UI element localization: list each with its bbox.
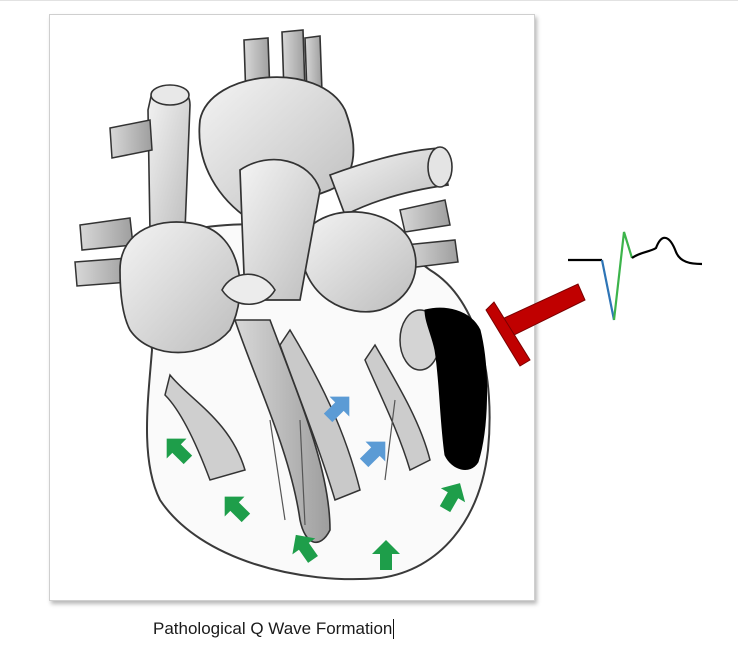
aortic-valve — [221, 273, 276, 305]
text-cursor — [393, 619, 395, 639]
ecg-trace — [568, 231, 703, 321]
papillary-muscle-mid — [279, 328, 361, 502]
chordae — [269, 399, 396, 526]
septal-arrows — [323, 396, 386, 468]
blue-arrow — [359, 441, 386, 468]
depolarization-arrows — [166, 438, 466, 570]
svc-vessel — [147, 86, 191, 233]
green-arrow — [292, 534, 318, 563]
left-pulmonary-artery — [109, 119, 153, 159]
ascending-aorta — [239, 158, 321, 301]
pulmonary-opening — [427, 146, 453, 188]
svc-opening — [150, 84, 190, 106]
figure-caption: Pathological Q Wave Formation — [153, 619, 395, 639]
pulmonary-veins-right — [399, 199, 451, 233]
papillary-muscle-right — [364, 343, 431, 472]
left-atrium — [299, 211, 417, 313]
ecg-r-wave — [612, 231, 634, 321]
infarct-region — [424, 307, 488, 470]
green-arrow — [372, 540, 400, 570]
top-divider — [0, 0, 738, 1]
green-arrow — [224, 496, 251, 523]
blue-arrow — [323, 396, 350, 423]
ecg-st-t — [631, 236, 703, 266]
green-arrow — [166, 438, 193, 465]
ecg-q-wave — [600, 259, 616, 321]
caption-text: Pathological Q Wave Formation — [153, 619, 393, 638]
papillary-muscle-left — [164, 373, 246, 481]
pulmonary-artery-right — [328, 147, 450, 217]
electrode-icon — [485, 283, 586, 367]
right-atrium — [119, 221, 241, 354]
green-arrow — [439, 483, 466, 513]
pulmonary-veins-left — [79, 217, 134, 251]
